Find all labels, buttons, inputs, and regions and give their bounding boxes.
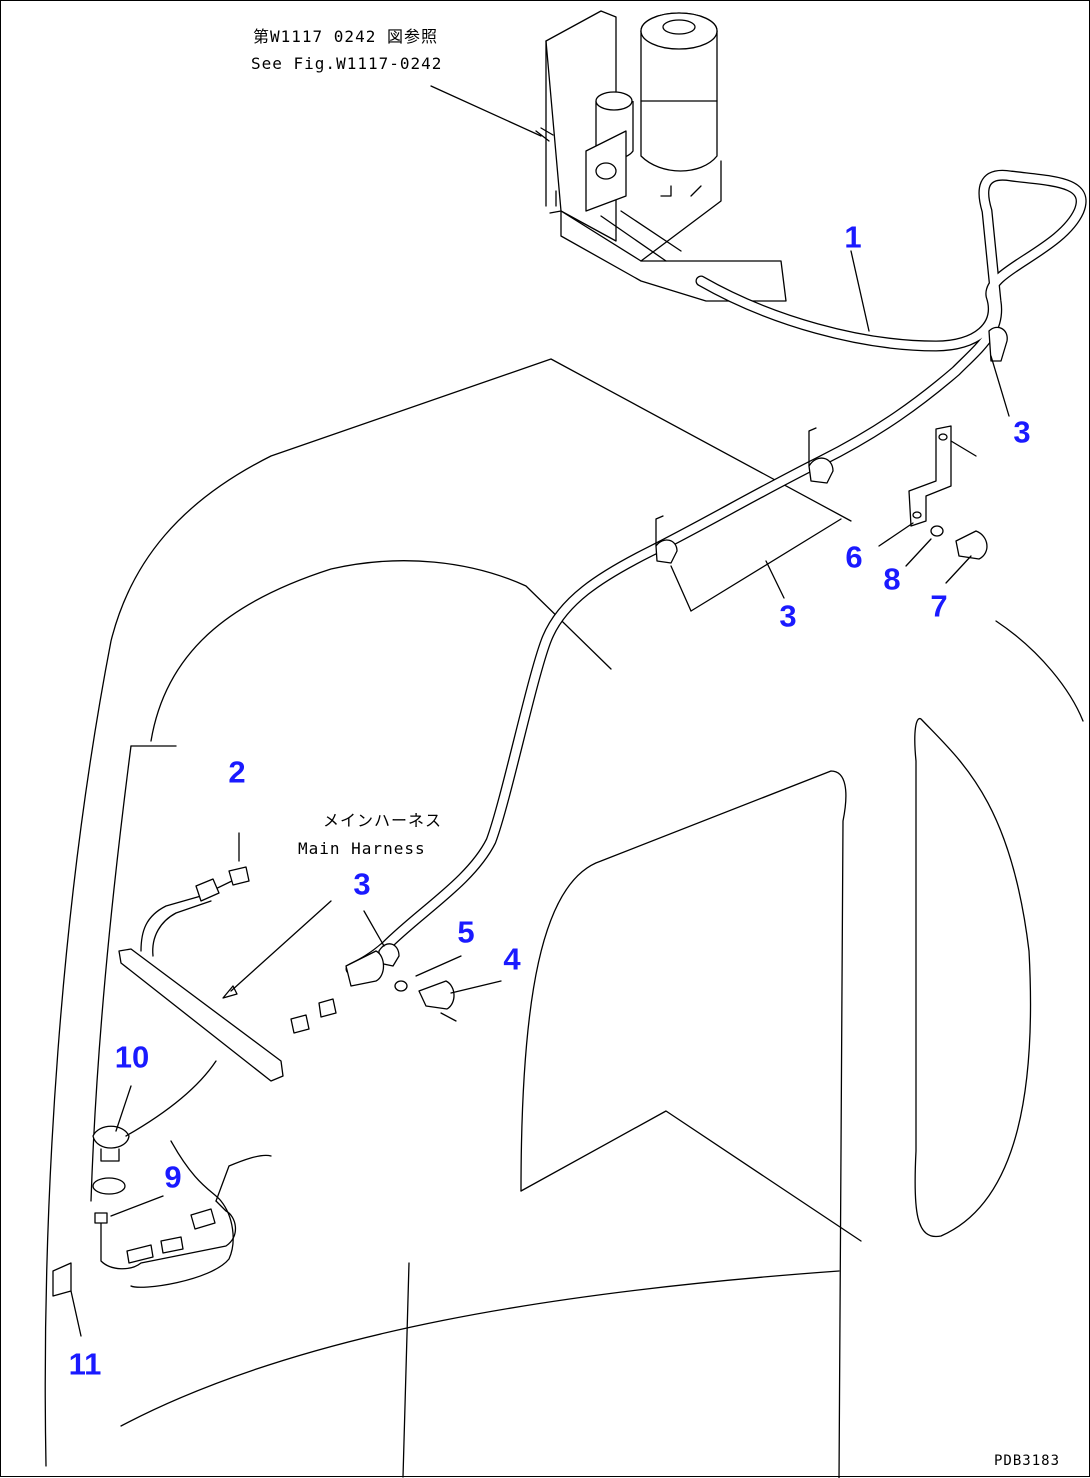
- callout-7: 7: [930, 588, 948, 624]
- callout-4: 4: [503, 941, 521, 977]
- callout-8: 8: [883, 561, 901, 597]
- callout-5: 5: [457, 914, 475, 950]
- drawing-code: PDB3183: [994, 1453, 1061, 1469]
- fig-ref-jp: 第W1117 0242 図参照: [253, 27, 438, 46]
- harness-label-en: Main Harness: [298, 839, 426, 858]
- washer-tank-assembly: [545, 10, 787, 302]
- leader-lines: [110, 250, 1010, 1217]
- callout-3-top: 3: [1013, 414, 1031, 450]
- cab-outline: [44, 358, 1084, 1478]
- fig-ref-en: See Fig.W1117-0242: [251, 54, 443, 73]
- callout-6: 6: [845, 539, 863, 575]
- callout-2: 2: [228, 754, 246, 790]
- main-harness: [118, 832, 457, 1082]
- bracket-hardware: [908, 425, 988, 560]
- callout-3-low: 3: [353, 866, 371, 902]
- callout-10: 10: [114, 1039, 150, 1075]
- callout-3-mid: 3: [779, 598, 797, 634]
- callout-11: 11: [68, 1346, 102, 1382]
- reference-lines: [430, 85, 842, 612]
- callout-9: 9: [164, 1159, 182, 1195]
- clamps: [378, 326, 1008, 967]
- washer-hose: [345, 169, 1087, 975]
- callout-1: 1: [844, 219, 862, 255]
- nozzle-assembly: [52, 1060, 272, 1337]
- harness-label-jp: メインハーネス: [323, 811, 443, 830]
